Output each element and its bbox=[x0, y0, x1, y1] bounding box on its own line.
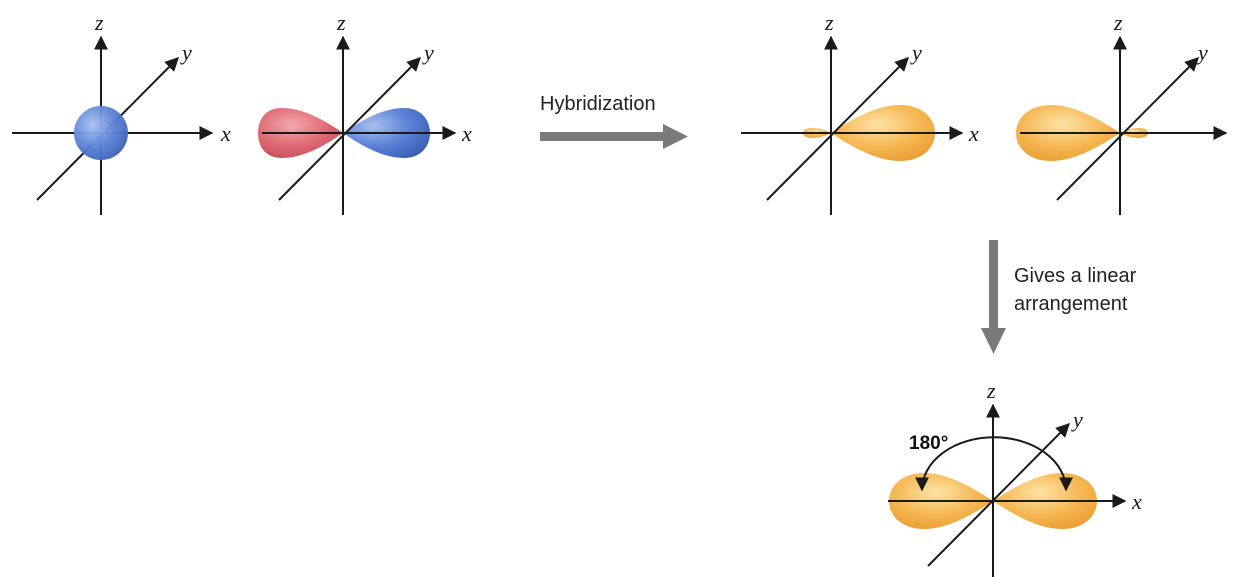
y-axis bbox=[1056, 57, 1199, 201]
arrow-shaft bbox=[540, 132, 665, 141]
arrow-shaft bbox=[989, 240, 998, 330]
y-axis bbox=[766, 57, 909, 201]
y-axis bbox=[278, 57, 421, 201]
y-axis bbox=[927, 423, 1070, 567]
y-axis-label: y bbox=[1071, 407, 1083, 432]
x-axis-label: x bbox=[1131, 489, 1142, 514]
z-axis-label: z bbox=[94, 10, 104, 35]
p-orbital-panel: z x y bbox=[258, 10, 472, 215]
linear-sp-panel: 180° z x y bbox=[888, 378, 1142, 577]
bond-angle-arc bbox=[915, 436, 1073, 492]
x-axis-label: x bbox=[968, 121, 979, 146]
z-axis-label: z bbox=[986, 378, 996, 403]
s-orbital-panel: z x y bbox=[12, 10, 231, 215]
bond-angle-label: 180° bbox=[909, 433, 948, 454]
x-axis-label: x bbox=[220, 121, 231, 146]
y-axis-label: y bbox=[422, 40, 434, 65]
y-axis-label: y bbox=[180, 40, 192, 65]
sp-hybrid-panel-right: z x y bbox=[741, 10, 979, 215]
z-axis-label: z bbox=[336, 10, 346, 35]
linear-arrangement-arrow: Gives a linear arrangement bbox=[981, 240, 1137, 354]
hybridization-arrow: Hybridization bbox=[540, 93, 688, 149]
arrow-head bbox=[981, 328, 1006, 354]
gives-linear-label: Gives a linear bbox=[1014, 265, 1137, 287]
arrangement-label: arrangement bbox=[1014, 293, 1128, 315]
arrow-head bbox=[663, 124, 688, 149]
hybridization-label: Hybridization bbox=[540, 93, 656, 115]
x-axis-label: x bbox=[461, 121, 472, 146]
s-orbital-sphere bbox=[74, 106, 128, 160]
z-axis-label: z bbox=[1113, 10, 1123, 35]
sp-hybrid-panel-left: z y bbox=[1016, 10, 1228, 215]
y-axis-label: y bbox=[910, 40, 922, 65]
z-axis-label: z bbox=[824, 10, 834, 35]
y-axis-label: y bbox=[1196, 40, 1208, 65]
